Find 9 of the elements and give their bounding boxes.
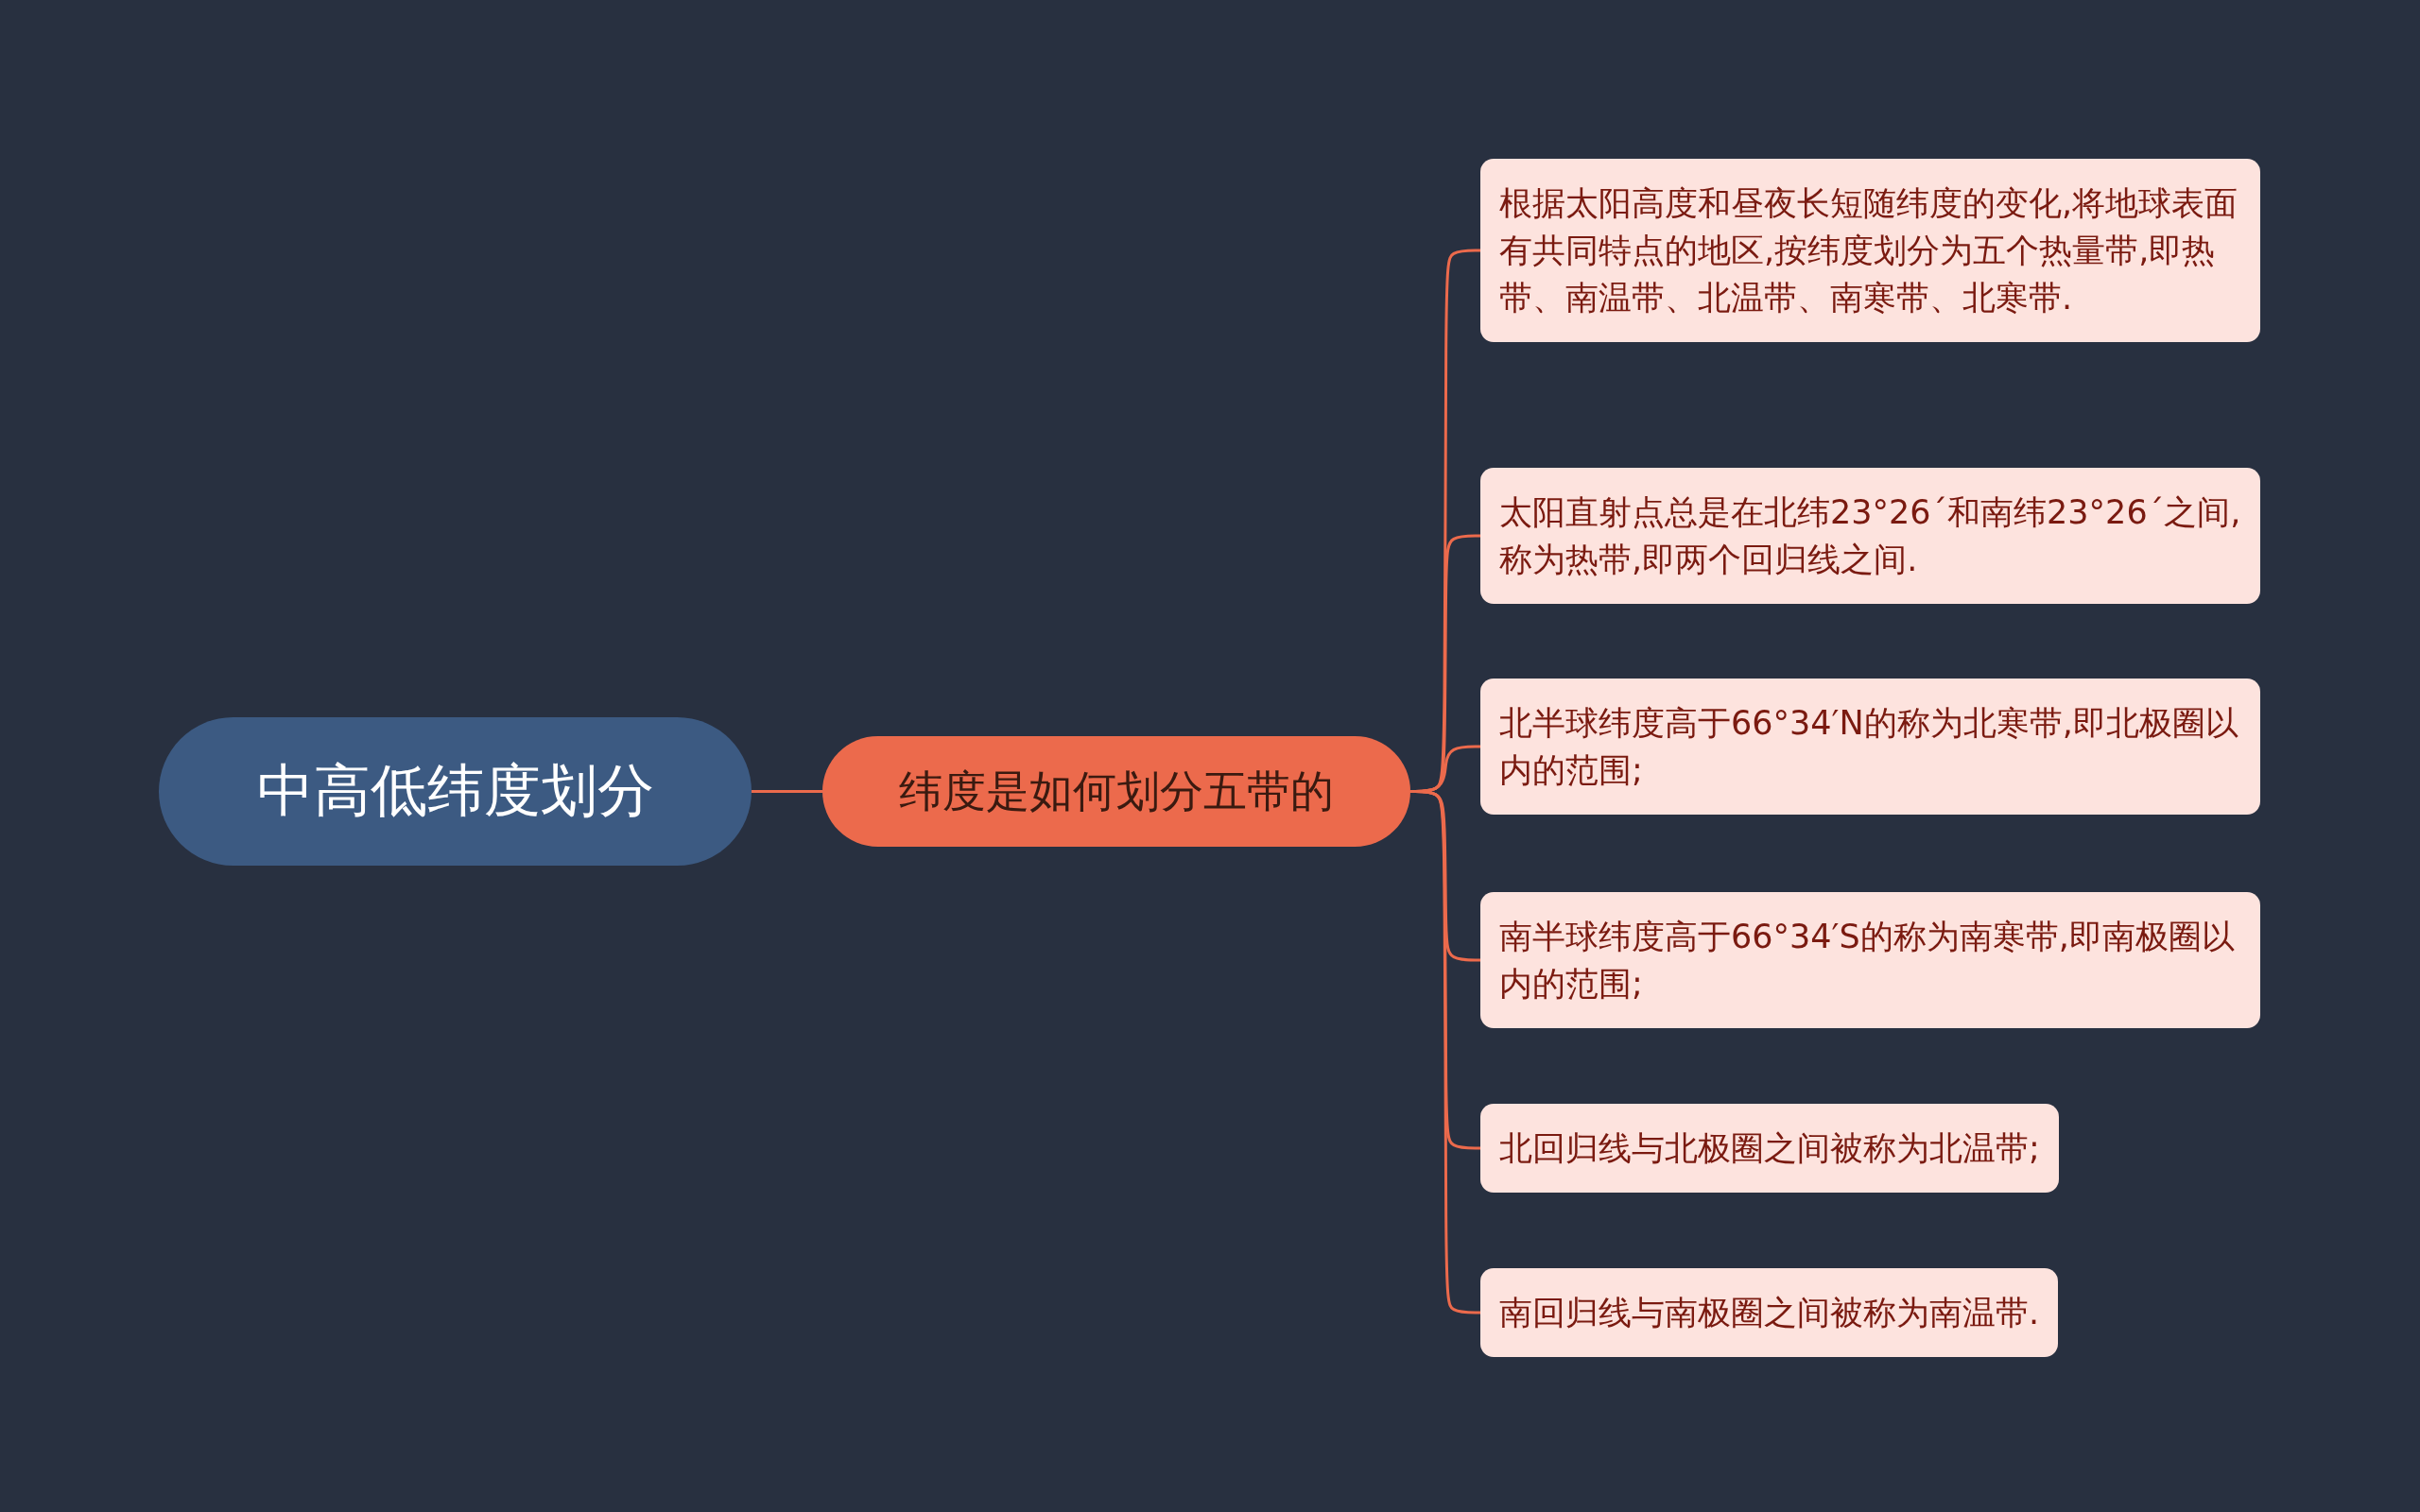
leaf-topic: 南回归线与南极圈之间被称为南温带. bbox=[1480, 1268, 2059, 1357]
root-topic: 中高低纬度划分 bbox=[159, 717, 752, 866]
leaf-topic: 北回归线与北极圈之间被称为北温带; bbox=[1480, 1104, 2059, 1193]
leaf-topic: 根据太阳高度和昼夜长短随纬度的变化,将地球表面有共同特点的地区,按纬度划分为五个热量带,即热带、南温带、北温带、南寒带、北寒带. bbox=[1480, 159, 2260, 342]
branch-topic: 纬度是如何划分五带的 bbox=[822, 736, 1410, 847]
leaf-topic: 南半球纬度高于66°34′S的称为南寒带,即南极圈以内的范围; bbox=[1480, 892, 2260, 1028]
connector-line bbox=[752, 790, 822, 793]
leaf-topic: 北半球纬度高于66°34′N的称为北寒带,即北极圈以内的范围; bbox=[1480, 679, 2260, 815]
leaf-topic: 太阳直射点总是在北纬23°26´和南纬23°26´之间,称为热带,即两个回归线之间. bbox=[1480, 468, 2260, 604]
